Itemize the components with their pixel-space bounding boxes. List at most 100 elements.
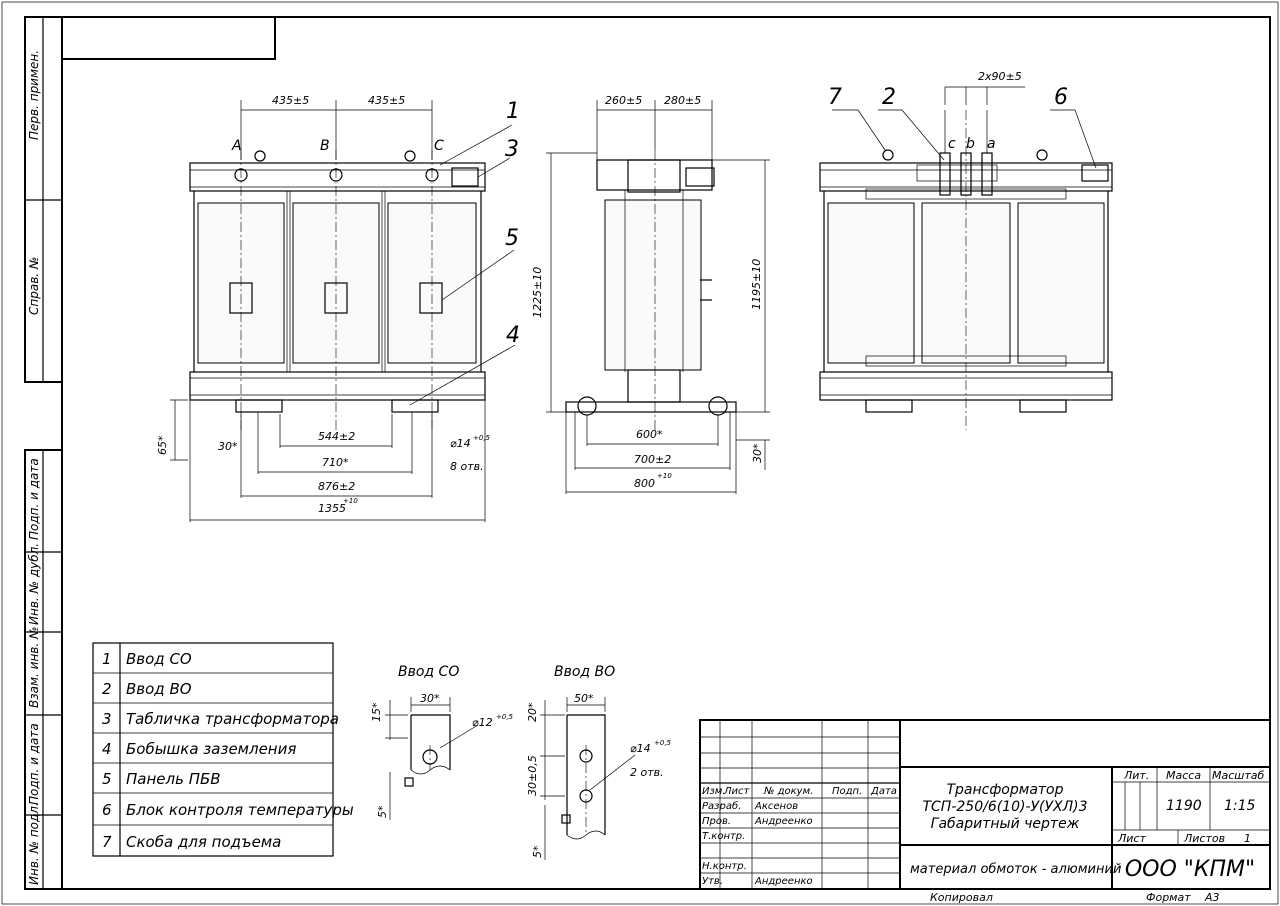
tb-scale-value: 1:15 bbox=[1224, 798, 1256, 814]
dim-280: 280±5 bbox=[664, 94, 701, 107]
dim-2x90: 2x90±5 bbox=[978, 70, 1022, 83]
front-view bbox=[170, 100, 516, 522]
phase-c-label: C bbox=[434, 138, 444, 154]
terminal-b-label: b bbox=[966, 136, 975, 152]
detail-vo-hole: ⌀14 bbox=[630, 742, 651, 755]
detail-co bbox=[385, 697, 479, 820]
legend-num-2: 2 bbox=[102, 680, 112, 698]
tb-title-2: ТСП-250/6(10)-У(УХЛ)3 bbox=[922, 799, 1087, 815]
tb-header-doc: № докум. bbox=[763, 786, 813, 797]
stamp-vzam-inv: Взам. инв. № bbox=[27, 627, 41, 708]
tb-name-utv: Андреенко bbox=[754, 876, 813, 887]
side-stamp-column: Перв. примен. Справ. № Подп. и дата Инв.… bbox=[24, 16, 63, 890]
callout-5: 5 bbox=[505, 226, 519, 251]
detail-vo-pitch: 30±0,5 bbox=[526, 755, 539, 796]
legend-text-2: Ввод ВО bbox=[126, 680, 192, 698]
phase-a-label: A bbox=[231, 138, 242, 154]
dim-435-left: 435±5 bbox=[272, 94, 309, 107]
stamp-podp-data-2: Подп. и дата bbox=[27, 723, 41, 805]
detail-vo-bottom: 5* bbox=[531, 845, 544, 858]
legend-num-7: 7 bbox=[102, 833, 112, 851]
tb-role-utv: Утв. bbox=[702, 876, 723, 887]
legend-num-3: 3 bbox=[102, 710, 112, 728]
tb-scale-label: Масштаб bbox=[1212, 769, 1264, 782]
dim-700: 700±2 bbox=[634, 453, 671, 466]
dim-30-front: 30* bbox=[218, 440, 238, 453]
tb-role-nkontr: Н.контр. bbox=[702, 861, 747, 872]
stamp-inv-podl: Инв. № подл. bbox=[27, 802, 41, 885]
detail-vo-title: Ввод ВО bbox=[554, 664, 615, 680]
tb-role-razrab: Разраб. bbox=[702, 800, 741, 812]
tb-sheets-label: Листов bbox=[1183, 832, 1225, 845]
legend-num-6: 6 bbox=[102, 801, 112, 819]
stamp-podp-data-1: Подп. и дата bbox=[27, 458, 41, 540]
detail-vo-width: 50* bbox=[574, 692, 594, 705]
tb-title-1: Трансформатор bbox=[946, 782, 1063, 798]
rear-view bbox=[819, 86, 1113, 430]
legend-text-4: Бобышка заземления bbox=[126, 740, 296, 758]
callout-2: 2 bbox=[882, 85, 896, 110]
detail-co-hole-tol: +0,5 bbox=[496, 713, 514, 721]
tb-header-podp: Подп. bbox=[832, 786, 862, 797]
detail-co-hole: ⌀12 bbox=[472, 716, 493, 729]
legend-num-5: 5 bbox=[102, 770, 112, 788]
dim-65: 65* bbox=[156, 435, 169, 455]
callout-1: 1 bbox=[506, 99, 520, 124]
tb-company: ООО "КПМ" bbox=[1125, 857, 1255, 882]
dim-260: 260±5 bbox=[605, 94, 642, 107]
tb-mass-label: Масса bbox=[1166, 769, 1201, 782]
holes-count-front: 8 отв. bbox=[450, 460, 484, 473]
callout-3: 3 bbox=[505, 137, 519, 162]
detail-vo bbox=[540, 697, 636, 860]
legend-table bbox=[92, 642, 334, 857]
tb-header-list: Лист bbox=[723, 786, 751, 797]
tb-sheet-label: Лист bbox=[1117, 832, 1146, 845]
legend-text-3: Табличка трансформатора bbox=[126, 710, 339, 728]
detail-co-width: 30* bbox=[420, 692, 440, 705]
dim-435-right: 435±5 bbox=[368, 94, 405, 107]
tb-name-prov: Андреенко bbox=[754, 816, 813, 827]
dim-1355: 1355 bbox=[318, 502, 346, 515]
legend-num-1: 1 bbox=[102, 650, 112, 668]
tb-role-tkontr: Т.контр. bbox=[702, 831, 745, 842]
dim-1355-tol: +10 bbox=[343, 497, 358, 505]
title-block bbox=[699, 719, 1271, 890]
legend-text-5: Панель ПБВ bbox=[126, 770, 221, 788]
hole-14-front-tol: +0,5 bbox=[473, 434, 491, 442]
stamp-perv-primen: Перв. примен. bbox=[27, 50, 41, 140]
dim-1195: 1195±10 bbox=[750, 259, 763, 310]
detail-co-title: Ввод СО bbox=[398, 664, 459, 680]
detail-co-top: 15* bbox=[370, 702, 383, 722]
stamp-sprav-no: Справ. № bbox=[27, 257, 41, 315]
phase-b-label: B bbox=[320, 138, 330, 154]
tb-material-note: материал обмоток - алюминий bbox=[910, 862, 1121, 877]
detail-vo-hole-tol: +0,5 bbox=[654, 739, 672, 747]
dim-800: 800 bbox=[634, 477, 655, 490]
tb-sheets-value: 1 bbox=[1244, 832, 1251, 845]
detail-vo-holes-count: 2 отв. bbox=[630, 766, 664, 779]
dim-30-side: 30* bbox=[751, 443, 764, 463]
dim-710: 710* bbox=[322, 456, 349, 469]
dim-876: 876±2 bbox=[318, 480, 355, 493]
stamp-inv-dubl: Инв. № дубл. bbox=[27, 543, 41, 625]
terminal-a-label: a bbox=[987, 136, 996, 152]
dim-544: 544±2 bbox=[318, 430, 355, 443]
detail-vo-top: 20* bbox=[526, 702, 539, 722]
legend-text-1: Ввод СО bbox=[126, 650, 192, 668]
tb-name-razrab: Аксенов bbox=[754, 801, 798, 812]
tb-format-label: Формат bbox=[1146, 891, 1191, 904]
callout-7: 7 bbox=[828, 85, 842, 110]
tb-header-izm: Изм. bbox=[702, 786, 726, 797]
detail-co-bottom: 5* bbox=[376, 805, 389, 818]
legend-text-7: Скоба для подъема bbox=[126, 833, 281, 851]
legend-text-6: Блок контроля температуры bbox=[126, 801, 354, 819]
terminal-c-label: c bbox=[948, 136, 956, 152]
callout-4: 4 bbox=[506, 323, 520, 348]
dim-800-tol: +10 bbox=[657, 472, 672, 480]
dim-1225: 1225±10 bbox=[531, 267, 544, 318]
tb-header-data: Дата bbox=[870, 786, 897, 797]
top-left-stamp bbox=[61, 16, 276, 60]
tb-copied-label: Копировал bbox=[930, 891, 993, 904]
